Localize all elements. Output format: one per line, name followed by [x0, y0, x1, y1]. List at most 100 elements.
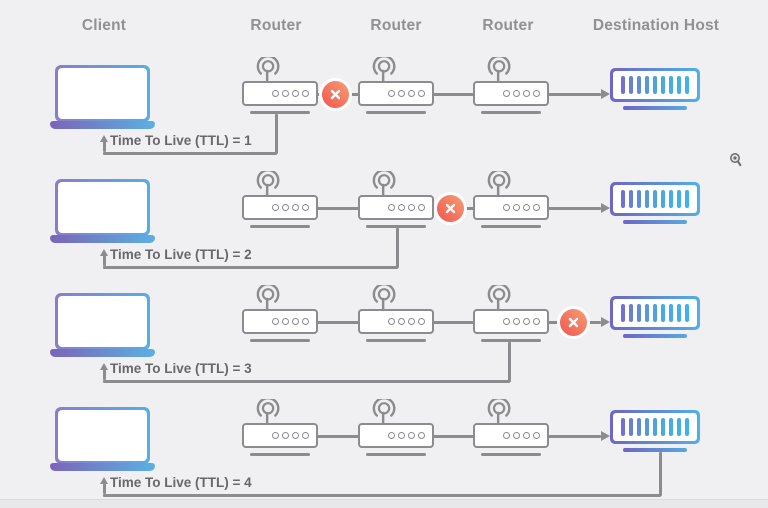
laptop-screen — [55, 407, 150, 464]
router-shadow — [481, 225, 541, 228]
router-2-icon — [358, 57, 434, 114]
ttl-row-4: Time To Live (TTL) = 4 — [0, 342, 768, 502]
ttl-row-1: Time To Live (TTL) = 1 — [0, 0, 768, 160]
arrow-right-icon — [601, 316, 610, 327]
destination-host-icon — [610, 410, 700, 452]
arrow-right-icon — [601, 202, 610, 213]
ttl-row-2: Time To Live (TTL) = 2 — [0, 114, 768, 274]
packet-dropped-x-icon — [437, 195, 464, 222]
zoom-cursor-icon — [730, 153, 742, 167]
router-shadow — [366, 453, 426, 456]
router-shadow — [366, 225, 426, 228]
host-stand — [623, 448, 687, 452]
wifi-antenna-icon — [256, 171, 280, 197]
laptop-base — [50, 121, 155, 129]
column-header-destination: Destination Host — [592, 17, 720, 34]
wifi-antenna-icon — [372, 399, 396, 425]
router-2-icon — [358, 285, 434, 342]
router-shadow — [250, 111, 310, 114]
return-arrow-stem — [103, 141, 106, 152]
return-line-horizontal — [103, 266, 398, 269]
wifi-antenna-icon — [487, 285, 511, 311]
router-3-icon — [473, 57, 549, 114]
laptop-base — [50, 349, 155, 357]
wifi-antenna-icon — [372, 171, 396, 197]
column-header-router-2: Router — [370, 17, 422, 34]
destination-host-icon — [610, 68, 700, 110]
destination-host-icon — [610, 182, 700, 224]
client-laptop-icon — [50, 65, 155, 131]
server-bars-icon — [613, 71, 697, 99]
server-bars-icon — [613, 185, 697, 213]
router-3-icon — [473, 285, 549, 342]
server-bars-icon — [613, 413, 697, 441]
laptop-screen — [55, 179, 150, 236]
client-laptop-icon — [50, 179, 155, 245]
router-shadow — [366, 111, 426, 114]
ttl-label: Time To Live (TTL) = 2 — [110, 247, 252, 262]
router-2-icon — [358, 171, 434, 228]
router-shadow — [250, 453, 310, 456]
link-line — [312, 93, 601, 96]
router-shadow — [481, 111, 541, 114]
host-stand — [623, 106, 687, 110]
ttl-label: Time To Live (TTL) = 3 — [110, 361, 252, 376]
wifi-antenna-icon — [487, 171, 511, 197]
return-line-horizontal — [103, 494, 661, 497]
arrow-up-icon — [99, 477, 108, 484]
return-line-horizontal — [103, 152, 277, 155]
router-shadow — [481, 339, 541, 342]
return-line-vertical — [396, 228, 399, 268]
router-1-icon — [242, 285, 318, 342]
destination-host-icon — [610, 296, 700, 338]
column-header-client: Client — [81, 17, 127, 34]
wifi-antenna-icon — [256, 57, 280, 83]
return-arrow-stem — [103, 369, 106, 380]
router-shadow — [481, 453, 541, 456]
arrow-right-icon — [601, 88, 610, 99]
return-arrow-stem — [103, 255, 106, 266]
packet-dropped-x-icon — [322, 81, 349, 108]
return-arrow-stem — [103, 483, 106, 494]
client-laptop-icon — [50, 293, 155, 359]
router-1-icon — [242, 171, 318, 228]
link-line — [312, 321, 601, 324]
column-header-router-3: Router — [482, 17, 534, 34]
router-1-icon — [242, 399, 318, 456]
router-shadow — [250, 339, 310, 342]
wifi-antenna-icon — [372, 285, 396, 311]
host-stand — [623, 334, 687, 338]
return-line-vertical — [275, 114, 278, 154]
laptop-screen — [55, 65, 150, 122]
link-line — [312, 435, 601, 438]
arrow-up-icon — [99, 363, 108, 370]
router-2-icon — [358, 399, 434, 456]
wifi-antenna-icon — [256, 399, 280, 425]
ttl-label: Time To Live (TTL) = 4 — [110, 475, 252, 490]
return-line-vertical — [659, 452, 662, 496]
router-shadow — [250, 225, 310, 228]
return-line-vertical — [508, 342, 511, 382]
wifi-antenna-icon — [372, 57, 396, 83]
return-line-horizontal — [103, 380, 510, 383]
laptop-base — [50, 235, 155, 243]
column-header-router-1: Router — [250, 17, 302, 34]
laptop-screen — [55, 293, 150, 350]
ttl-row-3: Time To Live (TTL) = 3 — [0, 228, 768, 388]
router-shadow — [366, 339, 426, 342]
arrow-right-icon — [601, 430, 610, 441]
host-stand — [623, 220, 687, 224]
wifi-antenna-icon — [256, 285, 280, 311]
wifi-antenna-icon — [487, 399, 511, 425]
wifi-antenna-icon — [487, 57, 511, 83]
client-laptop-icon — [50, 407, 155, 473]
arrow-up-icon — [99, 135, 108, 142]
laptop-base — [50, 463, 155, 471]
router-3-icon — [473, 171, 549, 228]
packet-dropped-x-icon — [560, 309, 587, 336]
server-bars-icon — [613, 299, 697, 327]
arrow-up-icon — [99, 249, 108, 256]
bottom-edge-strip — [0, 499, 768, 508]
router-1-icon — [242, 57, 318, 114]
